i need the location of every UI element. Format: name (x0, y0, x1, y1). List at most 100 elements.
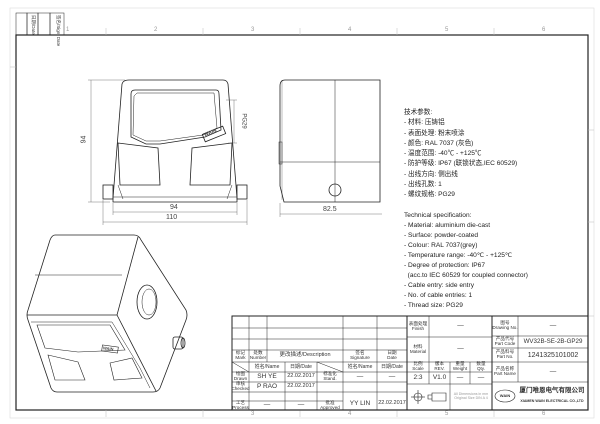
part-code-label-en: Part Code (494, 341, 516, 346)
checked-date: 22.02.2017 (287, 383, 315, 390)
finish-label-cn: 表面处理 (408, 320, 428, 326)
company-logo: WAIN (499, 393, 511, 398)
spec-en-line: - Temperature range: -40℃ - +125℃ (404, 252, 513, 259)
stand-name: — (356, 372, 364, 380)
material-value: — (457, 345, 464, 353)
drawn-label-cn: 绘图 (235, 371, 246, 377)
spec-en: Technical specification: - Material: alu… (404, 211, 528, 311)
finish-value: — (457, 322, 464, 330)
spec-en-line: - Cable entry: side entry (404, 282, 474, 289)
note-size: Original Size DIN A 4 (454, 396, 488, 400)
qty-label-cn: 数量 (476, 361, 486, 367)
spec-en-line: - No. of cable entries: 1 (404, 292, 473, 299)
drawn-label-en: Drawn (233, 376, 248, 381)
spec-en-line: - Material: aluminium die-cast (404, 222, 491, 229)
approved-label-en: Approved (320, 404, 340, 410)
side-view (278, 79, 381, 203)
header-date-en: Date (387, 355, 397, 360)
material-label-cn: 材料 (413, 343, 423, 349)
header-number-en: Number (249, 355, 267, 360)
material-label-en: Material (409, 348, 427, 354)
date-header: 日期/Date (290, 363, 312, 370)
dim-overall-width: 110 (166, 214, 178, 221)
drawing-no-label-cn: 图号 (500, 320, 510, 326)
approved-date: 22.02.2017 (378, 400, 406, 407)
header-mark-cn: 标记 (235, 350, 246, 356)
part-code-label-cn: 产品代号 (495, 336, 515, 342)
zone-ticks (10, 28, 594, 417)
dim-inner-width: 94 (170, 204, 178, 211)
spec-cn-line: - 螺纹规格: PG29 (404, 191, 455, 199)
dim-thread: PG29 (240, 113, 247, 129)
zone-label: 4 (348, 411, 352, 417)
stand-date: — (388, 372, 396, 380)
scale-value: 2:3 (413, 373, 423, 381)
spec-en-line: - Thread size: PG29 (404, 302, 463, 309)
part-code-value: WV32B-SE-2B-GP29 (523, 337, 583, 345)
spec-cn-line: - 颜色: RAL 7037 (灰色) (404, 139, 474, 147)
dimension-lines (88, 79, 382, 225)
spec-cn-line: - 温度范围: -40℃ - +125℃ (404, 150, 482, 158)
zone-label: 5 (445, 27, 449, 33)
part-no-label-cn: 产品料号 (495, 349, 515, 355)
weight-value: — (456, 373, 464, 381)
company-logo-icon (494, 389, 516, 403)
zone-label: 5 (445, 411, 449, 417)
isometric-view (26, 234, 188, 393)
spec-en-line: - Surface: powder-coated (404, 232, 479, 239)
dim-depth: 82.5 (323, 206, 337, 213)
header-number-cn: 处数 (253, 350, 263, 356)
spec-cn-line: - 表面处理: 粉末喷涂 (404, 129, 465, 137)
header-description: 更改描述/Description (279, 352, 331, 359)
zone-label: 2 (154, 27, 158, 33)
process-label-cn: 工艺 (235, 399, 246, 405)
qty-label-en: Qty. (476, 366, 486, 371)
company-name-cn: 厦门唯恩电气有限公司 (519, 387, 585, 395)
part-name-label-cn: 产品名称 (495, 366, 515, 372)
scale-label-cn: 比例 (413, 361, 423, 367)
weight-label-en: Weight (452, 366, 468, 371)
stand-label-cn: 标准化 (323, 371, 337, 377)
zone-label: 4 (348, 27, 352, 33)
spec-en-line: (acc.to IEC 60529 for coupled connector) (404, 272, 528, 279)
zone-label: 6 (542, 27, 546, 33)
approved-label-cn: 批准 (325, 399, 335, 405)
note-dimensions: All Dimensions in mm (453, 392, 489, 397)
zone-label: 1 (66, 27, 70, 33)
finish-label-en: Finish (411, 325, 425, 331)
spec-cn: 技术参数: - 材料: 压铸铝 - 表面处理: 粉末喷涂 - 颜色: RAL 7… (404, 108, 517, 201)
process-label-en: Process (232, 404, 249, 410)
front-view (102, 79, 248, 203)
margin-date: 日期/Date (31, 15, 36, 35)
date-header: 日期/Date (381, 363, 403, 370)
spec-cn-line: - 材料: 压铸铝 (404, 119, 445, 127)
spec-cn-line: - 出线方向: 侧出线 (404, 170, 458, 178)
name-header: 姓名/Name (254, 363, 280, 370)
dim-height: 94 (80, 135, 88, 144)
checked-label-en: Checked (231, 386, 250, 391)
part-name-label-en: Part Name (494, 371, 516, 376)
drawn-name: SH YE (257, 372, 277, 380)
drawing-no-label-en: Drawing No. (492, 325, 518, 330)
projection-symbol-icon (411, 390, 447, 404)
spec-en-line: - Colour: RAL 7037(grey) (404, 242, 478, 249)
qty-value: — (477, 373, 485, 381)
spec-cn-line: - 出线孔数: 1 (404, 181, 442, 189)
scale-label-en: Scale (412, 366, 424, 371)
header-signature-en: Signature (350, 355, 370, 360)
